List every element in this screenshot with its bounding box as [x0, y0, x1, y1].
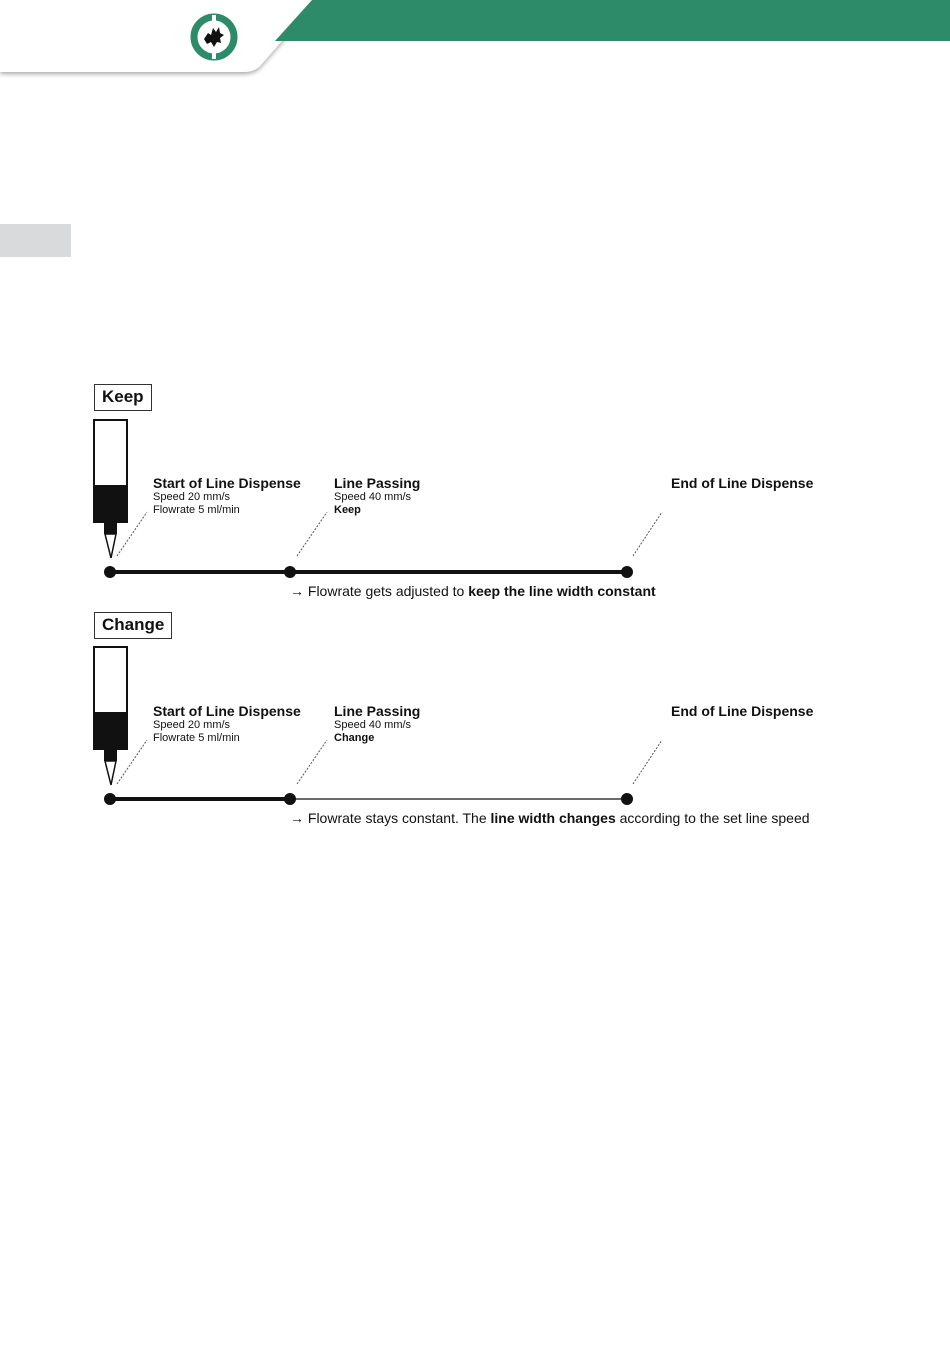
result-arrow: → [290, 583, 304, 599]
end-leader-line [632, 511, 663, 557]
start-point [104, 566, 116, 578]
end-title: End of Line Dispense [671, 703, 814, 719]
passing-label: Line Passing Speed 40 mm/s Keep [334, 475, 420, 517]
result-text-2: according to the set line speed [615, 810, 810, 826]
end-label: End of Line Dispense [671, 703, 813, 719]
start-title: Start of Line Dispense [153, 703, 301, 719]
result-text-1: Flowrate stays constant. The [307, 810, 491, 826]
start-point [104, 793, 116, 805]
passing-leader-line [296, 739, 328, 785]
passing-speed: Speed 40 mm/s [334, 491, 412, 503]
end-leader-line [632, 739, 663, 785]
passing-point [284, 793, 296, 805]
start-flowrate: Flowrate 5 ml/min [153, 732, 240, 744]
result-text-1: Flowrate gets adjusted to [307, 583, 469, 599]
change-result-text: → Flowrate stays constant. The line widt… [290, 810, 810, 826]
start-flowrate: Flowrate 5 ml/min [153, 504, 240, 516]
passing-label: Line Passing Speed 40 mm/s Change [334, 703, 420, 745]
mode-label-keep: Keep [94, 384, 152, 411]
mode-label-text: Keep [102, 387, 144, 406]
passing-title: Line Passing [334, 475, 421, 491]
start-label: Start of Line Dispense Speed 20 mm/s Flo… [153, 703, 301, 745]
passing-leader-line [296, 511, 328, 557]
side-tab-marker [0, 224, 71, 257]
mode-label-text: Change [102, 615, 165, 634]
passing-title: Line Passing [334, 703, 421, 719]
mode-label-change: Change [94, 612, 173, 639]
result-arrow: → [290, 810, 304, 826]
header-band [0, 0, 950, 72]
end-point [621, 793, 633, 805]
passing-mode: Change [334, 732, 375, 744]
result-bold-1: line width changes [490, 810, 616, 826]
end-point [621, 566, 633, 578]
end-title: End of Line Dispense [671, 475, 814, 491]
start-title: Start of Line Dispense [153, 475, 301, 491]
end-label: End of Line Dispense [671, 475, 813, 491]
result-bold-1: keep the line width constant [468, 583, 656, 599]
start-speed: Speed 20 mm/s [153, 719, 231, 731]
dispenser-logo-icon [190, 13, 238, 61]
syringe-icon [93, 646, 128, 786]
start-label: Start of Line Dispense Speed 20 mm/s Flo… [153, 475, 301, 517]
passing-speed: Speed 40 mm/s [334, 719, 412, 731]
passing-mode: Keep [334, 504, 361, 516]
start-speed: Speed 20 mm/s [153, 491, 231, 503]
syringe-icon [93, 419, 128, 559]
passing-point [284, 566, 296, 578]
keep-result-text: → Flowrate gets adjusted to keep the lin… [290, 583, 656, 599]
